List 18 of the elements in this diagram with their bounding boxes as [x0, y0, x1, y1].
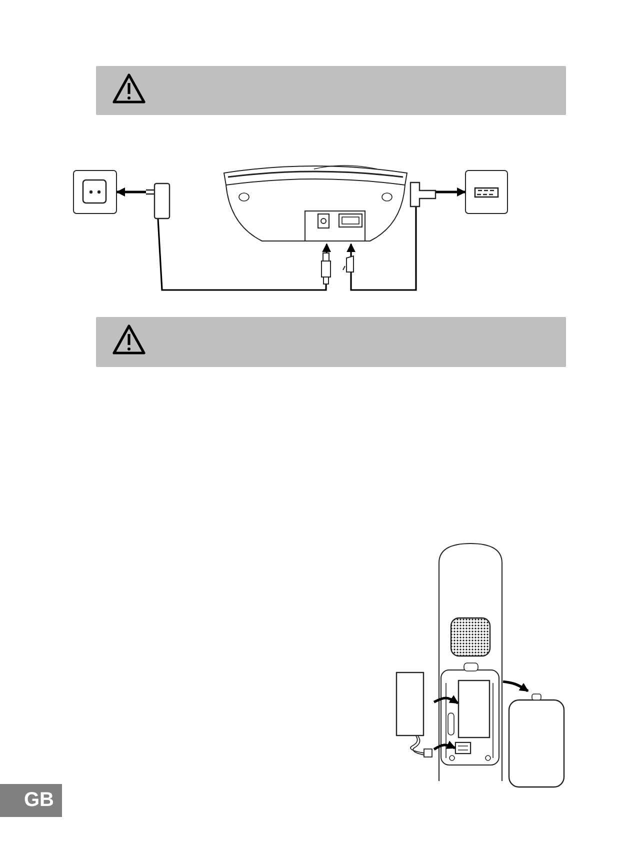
battery-pack-drawing — [396, 672, 434, 758]
base-station-drawing — [222, 163, 409, 244]
power-socket-drawing — [73, 170, 117, 214]
cable — [157, 218, 332, 291]
connector-socket — [455, 742, 471, 754]
handset-drawing — [438, 543, 503, 782]
power-adapter-drawing — [146, 183, 170, 219]
cable — [346, 207, 417, 291]
battery-slot — [458, 680, 490, 738]
arrow — [433, 695, 459, 704]
arrow — [433, 740, 456, 751]
arrow — [116, 188, 146, 196]
language-tab: GB — [0, 784, 62, 817]
arrow — [436, 188, 466, 196]
phone-socket-drawing — [465, 170, 508, 214]
phone-plug-adapter-drawing — [410, 182, 436, 207]
battery-cover-drawing — [508, 691, 565, 788]
arrow — [502, 680, 529, 692]
